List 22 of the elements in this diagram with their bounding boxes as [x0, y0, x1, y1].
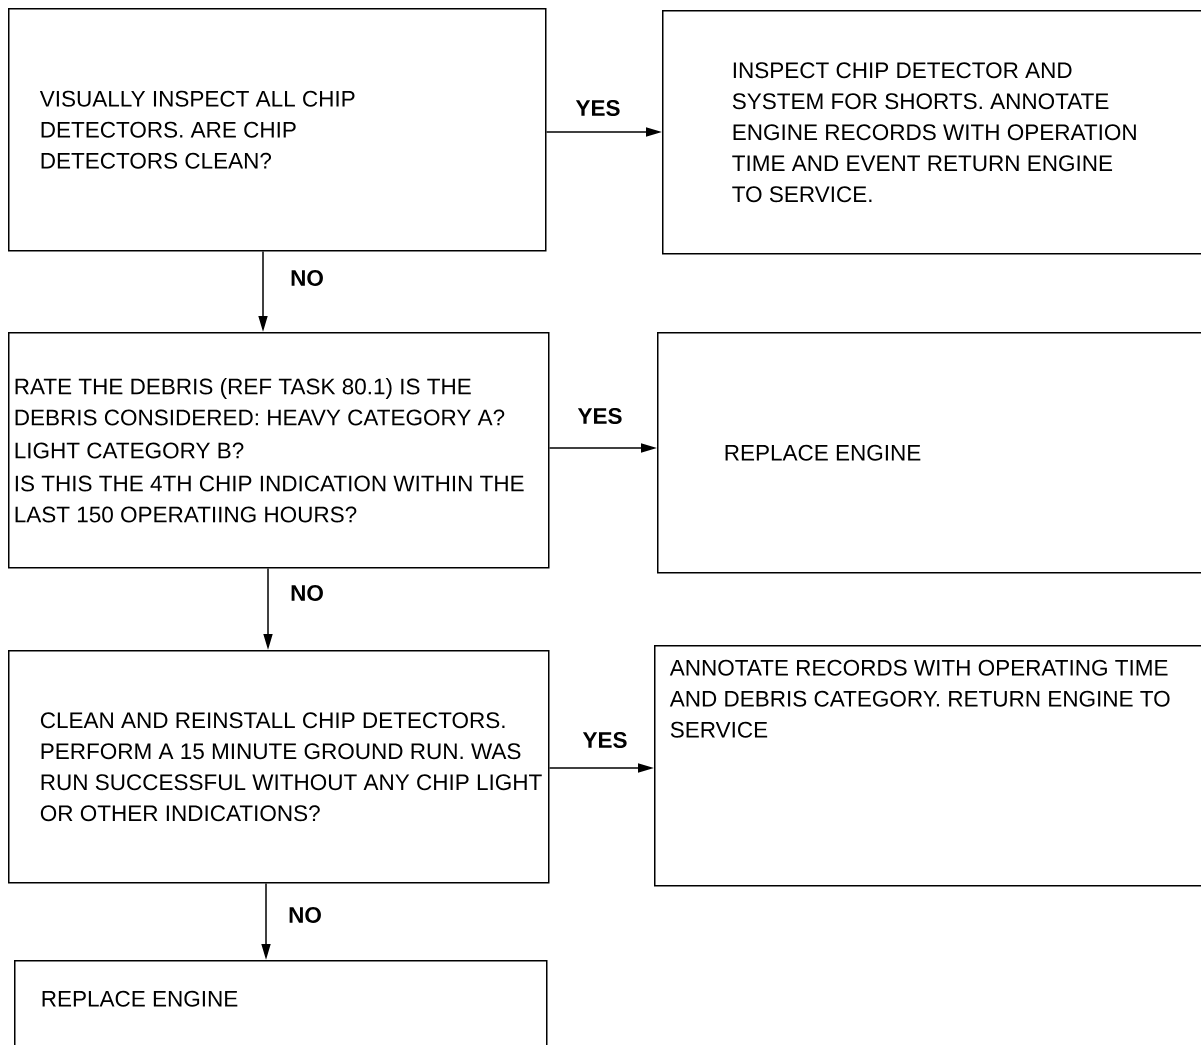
box-text: ANNOTATE RECORDS WITH OPERATING TIME AND DEBRIS CATEGORY. RETURN ENGINE TO SERVICE: [669, 659, 1170, 738]
process-box: [654, 645, 1201, 887]
box-text: RATE THE DEBRIS (REF TASK 80.1) IS THE DEBRIS CONSIDERED: HEAVY CATEGORY A?: [15, 378, 505, 426]
edge-label: YES: [575, 100, 620, 116]
box-text: CLEAN AND REINSTALL CHIP DETECTORS. PERFORM A 15 MINUTE GROUND RUN. WAS RUN SUCCESSFUL WITHOUT ANY CHIP LIGHT OR OTHER INDICATIONS?: [40, 712, 542, 822]
box-text: IS THIS THE 4TH CHIP INDICATION WITHIN THE LAST 150 OPERATIING HOURS?: [15, 475, 524, 523]
edge-label: YES: [577, 408, 622, 424]
process-box: [657, 332, 1201, 574]
process-box: [8, 8, 547, 252]
box-text: REPLACE ENGINE: [725, 444, 921, 461]
process-box: [8, 332, 550, 569]
box-text: INSPECT CHIP DETECTOR AND SYSTEM FOR SHORTS. ANNOTATE ENGINE RECORDS WITH OPERATION TIME AND EVENT RETURN ENGINE TO SERVICE.: [732, 62, 1136, 203]
process-box: [8, 650, 550, 884]
edge-label: NO: [291, 585, 323, 601]
process-box: [14, 960, 548, 1045]
box-text: REPLACE ENGINE: [42, 990, 238, 1007]
edge-label: NO: [291, 270, 323, 286]
box-text: LIGHT CATEGORY B?: [15, 442, 244, 459]
edge-label: NO: [289, 907, 321, 923]
process-box: [662, 10, 1201, 255]
box-text: VISUALLY INSPECT ALL CHIP DETECTORS. ARE CHIP DETECTORS CLEAN?: [39, 90, 355, 169]
edge-label: YES: [582, 732, 627, 748]
